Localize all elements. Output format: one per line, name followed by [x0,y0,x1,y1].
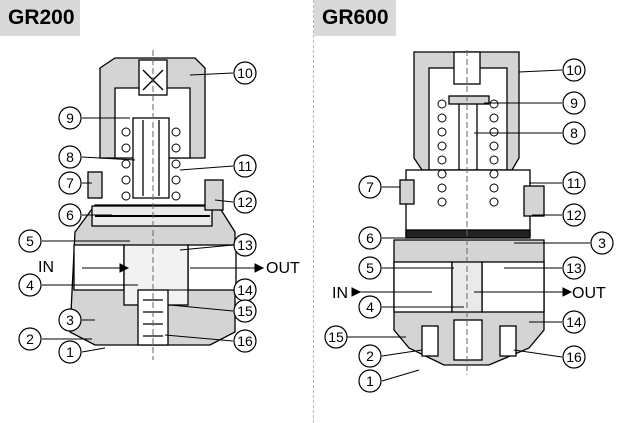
gr600-callout-9: 9 [562,91,586,115]
gr600-callout-6: 6 [358,226,382,250]
gr600-callout-14: 14 [562,310,586,334]
gr600-spring [437,99,499,207]
gr200-callout-11: 11 [233,154,257,178]
svg-text:15: 15 [237,303,253,319]
svg-text:12: 12 [237,194,253,210]
gr200-callout-3: 3 [58,308,82,332]
gr200-callout-10: 10 [233,61,257,85]
gr200-leaders [42,72,234,353]
gr600-title: GR600 [322,6,389,29]
gr600-callout-3: 3 [590,231,614,255]
gr200-callout-5: 5 [18,229,42,253]
svg-text:13: 13 [237,237,253,253]
gr600-header: GR600 [314,0,632,36]
gr200-spring [121,127,181,201]
svg-text:7: 7 [366,179,374,195]
gr600-valve-body [393,51,545,366]
svg-text:15: 15 [328,329,344,345]
gr600-callout-16: 16 [562,345,586,369]
gr600-callout-2: 2 [358,344,382,368]
svg-text:6: 6 [366,230,374,246]
gr200-callout-4: 4 [18,273,42,297]
gr600-out-label: OUT [572,285,606,302]
gr200-callout-7: 7 [58,171,82,195]
svg-text:2: 2 [366,348,374,364]
gr200-callout-8: 8 [58,145,82,169]
svg-text:3: 3 [66,312,74,328]
gr200-panel: GR200 [0,0,314,423]
svg-text:16: 16 [237,333,253,349]
svg-text:4: 4 [366,299,374,315]
svg-text:5: 5 [26,233,34,249]
svg-text:6: 6 [66,207,74,223]
gr200-diagram: IN OUT 10 9 8 7 6 5 4 3 2 [18,50,300,364]
gr200-callout-12: 12 [233,190,257,214]
gr200-callout-6: 6 [58,203,82,227]
svg-text:9: 9 [570,95,578,111]
svg-text:8: 8 [570,125,578,141]
gr200-callout-13: 13 [233,233,257,257]
gr200-callout-15: 15 [233,299,257,323]
svg-text:10: 10 [566,62,582,78]
svg-text:16: 16 [566,349,582,365]
svg-text:1: 1 [366,373,374,389]
svg-text:10: 10 [237,65,253,81]
svg-text:4: 4 [26,277,34,293]
gr200-valve-body [69,57,237,346]
gr600-callout-1: 1 [358,369,382,393]
gr200-in-label: IN [38,259,54,276]
gr200-callout-9: 9 [58,106,82,130]
svg-text:9: 9 [66,110,74,126]
svg-text:11: 11 [567,175,582,191]
svg-text:7: 7 [66,175,74,191]
svg-text:11: 11 [238,158,253,174]
gr200-out-label: OUT [266,260,300,277]
gr600-diagram: IN OUT 10 9 8 7 6 5 4 2 1 15 1 [324,50,614,393]
gr600-callout-8: 8 [562,121,586,145]
gr600-callout-13: 13 [562,256,586,280]
gr600-callout-12: 12 [562,203,586,227]
gr200-header: GR200 [0,0,313,36]
svg-text:2: 2 [26,331,34,347]
gr600-callout-4: 4 [358,295,382,319]
gr200-callout-1: 1 [58,340,82,364]
svg-text:14: 14 [237,282,253,298]
svg-text:13: 13 [566,260,582,276]
gr600-callout-11: 11 [562,171,586,195]
svg-text:8: 8 [66,149,74,165]
svg-text:1: 1 [66,344,74,360]
gr600-in-label: IN [332,285,348,302]
gr600-callout-15: 15 [324,325,348,349]
gr600-callout-7: 7 [358,175,382,199]
gr600-callout-5: 5 [358,256,382,280]
gr200-flow-lines [82,50,265,360]
gr200-callout-2: 2 [18,327,42,351]
gr200-title: GR200 [8,6,75,29]
gr200-callout-16: 16 [233,329,257,353]
gr600-panel: GR600 [314,0,632,423]
gr600-header-bar [314,0,396,36]
gr600-flow-lines [351,50,573,375]
gr200-header-bar [0,0,80,36]
svg-text:12: 12 [566,207,582,223]
svg-text:14: 14 [566,314,582,330]
svg-text:3: 3 [598,235,606,251]
gr600-leaders [342,69,590,382]
gr200-callout-14: 14 [233,278,257,302]
gr600-callout-10: 10 [562,58,586,82]
svg-text:5: 5 [366,260,374,276]
